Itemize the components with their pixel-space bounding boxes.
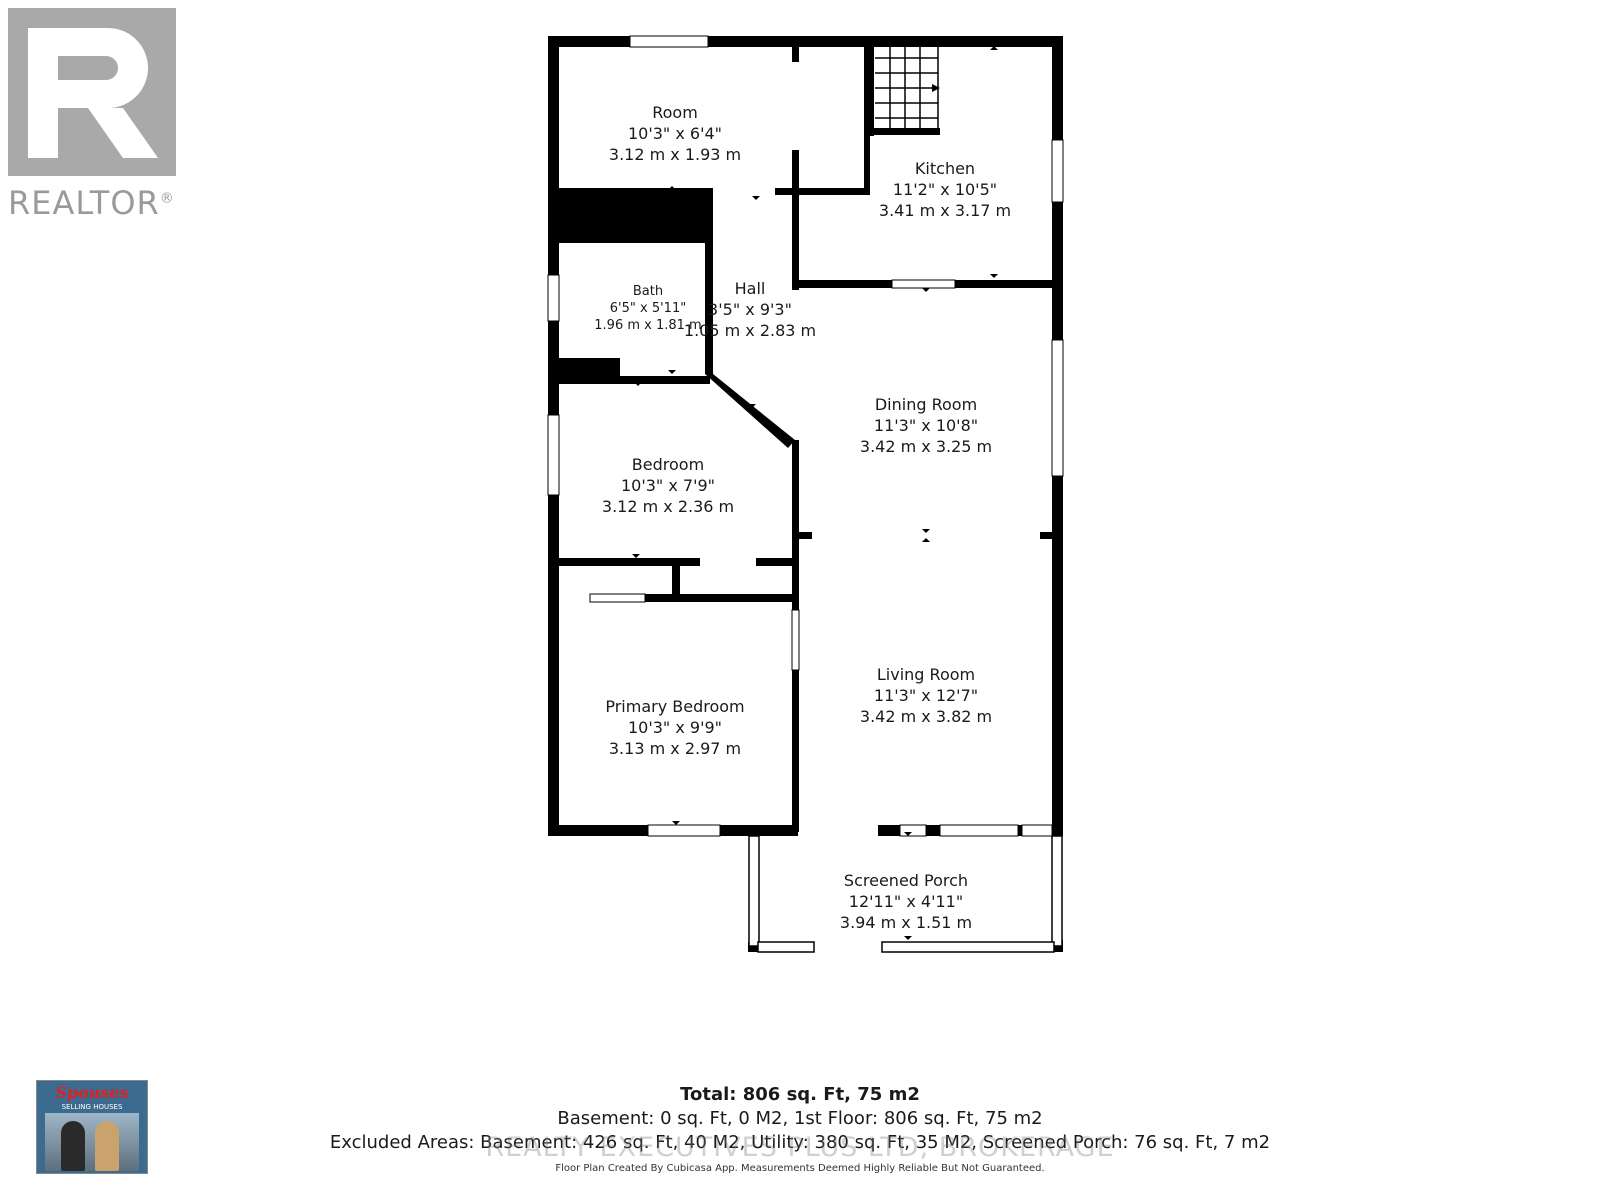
total-area: Total: 806 sq. Ft, 75 m2 — [680, 1084, 920, 1105]
porch-screens — [748, 835, 1063, 953]
stairs-icon — [875, 47, 939, 130]
wall-top — [548, 36, 1063, 47]
badge-subtitle: SELLING HOUSES — [61, 1103, 123, 1111]
spouses-badge: Spouses SELLING HOUSES — [36, 1080, 148, 1174]
door-markers — [632, 46, 998, 940]
brokerage-watermark: REALTY EXECUTIVES PLUS LTD, BROKERAGE — [485, 1132, 1115, 1163]
excluded-areas: Excluded Areas: Basement: 426 sq. Ft, 40… — [329, 1132, 1271, 1153]
realtor-wordmark: REALTOR® — [8, 184, 175, 222]
agent-photo-left — [61, 1121, 85, 1171]
windows — [547, 35, 1064, 837]
realtor-logo: REALTOR® — [8, 8, 188, 222]
hall-angle-wall — [705, 374, 795, 448]
agent-photo-right — [95, 1121, 119, 1171]
floor-area-breakdown: Basement: 0 sq. Ft, 0 M2, 1st Floor: 806… — [557, 1108, 1043, 1129]
agents-photo — [45, 1113, 139, 1171]
badge-title: Spouses — [55, 1083, 129, 1102]
realtor-r-logo-icon — [8, 8, 176, 176]
floor-plan-credit: Floor Plan Created By Cubicasa App. Meas… — [555, 1163, 1045, 1174]
